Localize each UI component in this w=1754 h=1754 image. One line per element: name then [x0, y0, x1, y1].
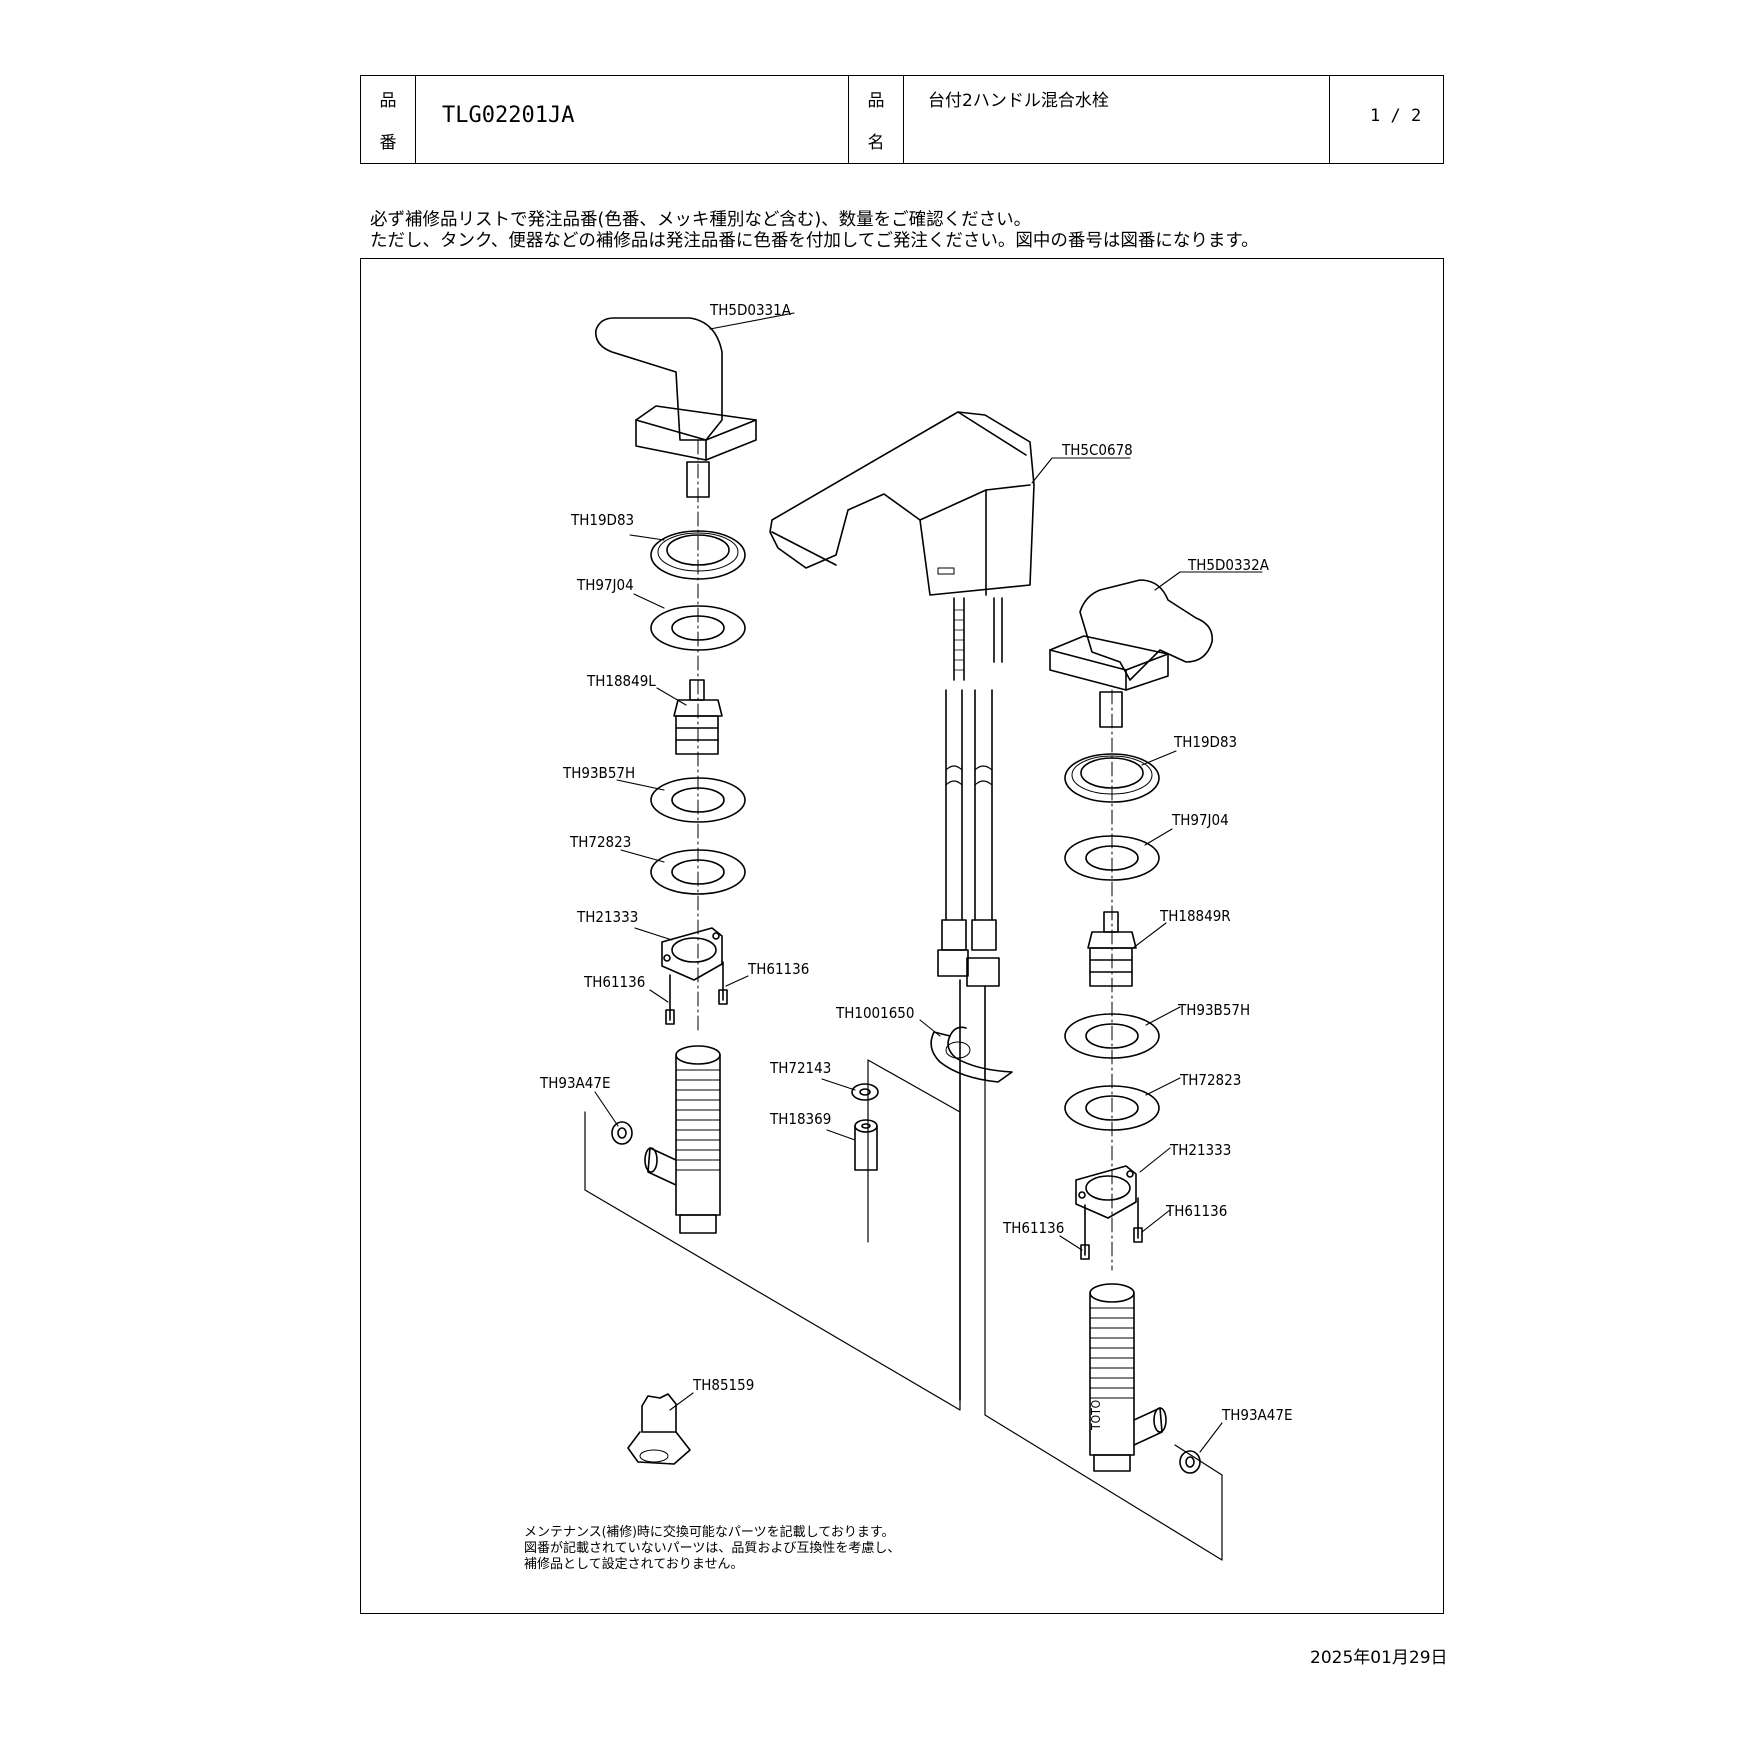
code-label-top: 品 [379, 91, 397, 111]
right-handle-icon [1049, 579, 1213, 728]
name-label-cell: 品 名 [849, 76, 904, 163]
page-number: 1 / 2 [1370, 106, 1422, 126]
label-spout: TH5C0678 [1061, 441, 1133, 459]
tool-icon [627, 1393, 691, 1465]
clip-icon [930, 1026, 1013, 1083]
brand-mark-right: TOTO [1089, 1400, 1103, 1431]
name-label-bottom: 名 [867, 133, 885, 153]
footnote-line-3: 補修品として設定されておりません。 [524, 1556, 743, 1572]
order-notice: 必ず補修品リストで発注品番(色番、メッキ種別など含む)、数量をご確認ください。 … [370, 210, 1259, 252]
footnote-line-2: 図番が記載されていないパーツは、品質および互換性を考慮し、 [524, 1540, 900, 1556]
order-notice-line-1: 必ず補修品リストで発注品番(色番、メッキ種別など含む)、数量をご確認ください。 [370, 210, 1032, 230]
spout-icon [769, 411, 1035, 1401]
footnote: メンテナンス(補修)時に交換可能なパーツを記載しております。 図番が記載されてい… [524, 1524, 900, 1572]
footnote-line-1: メンテナンス(補修)時に交換可能なパーツを記載しております。 [524, 1524, 895, 1540]
label-flange-left: TH21333 [576, 908, 638, 926]
order-notice-line-2: ただし、タンク、便器などの補修品は発注品番に色番を付加してご発注ください。図中の… [370, 231, 1259, 251]
small-washer-icon [851, 1083, 879, 1101]
label-screw-right-b: TH61136 [1165, 1202, 1227, 1220]
left-handle-icon [595, 317, 757, 498]
product-name-cell: 台付2ハンドル混合水栓 [904, 76, 1330, 163]
label-packing-inlet-right: TH93A47E [1221, 1406, 1292, 1424]
product-name: 台付2ハンドル混合水栓 [928, 91, 1109, 111]
title-block: 品 番 TLG02201JA 品 名 台付2ハンドル混合水栓 1 / 2 [360, 75, 1444, 164]
label-ring-left: TH19D83 [570, 511, 634, 529]
label-screw-right-a: TH61136 [1002, 1219, 1064, 1237]
label-packing-left: TH72823 [569, 833, 631, 851]
drawing-frame [360, 258, 1444, 1614]
code-label-bottom: 番 [379, 133, 397, 153]
label-gasket-right: TH93B57H [1177, 1001, 1250, 1019]
label-washer-small: TH72143 [769, 1059, 831, 1077]
label-washer-left: TH97J04 [576, 576, 634, 594]
label-ring-right: TH19D83 [1173, 733, 1237, 751]
product-code: TLG02201JA [442, 103, 575, 128]
label-cartridge-right: TH18849R [1159, 907, 1231, 925]
label-nut-small: TH18369 [769, 1110, 831, 1128]
label-clip: TH1001650 [835, 1004, 914, 1022]
label-screw-left-b: TH61136 [747, 960, 809, 978]
label-flange-right: TH21333 [1169, 1141, 1231, 1159]
product-code-cell: TLG02201JA [416, 76, 849, 163]
small-nut-icon [854, 1119, 878, 1171]
leader-lines [594, 312, 1263, 1453]
issue-date: 2025年01月29日 [1310, 1648, 1448, 1668]
part-labels: TH5D0331A TH5C0678 TH5D0332A TH19D83 TH9… [539, 301, 1292, 1424]
left-cartridge-stack-icon [611, 530, 746, 1234]
name-label-top: 品 [867, 91, 885, 111]
right-cartridge-stack-icon [1064, 753, 1201, 1474]
label-handle-left: TH5D0331A [709, 301, 792, 319]
assembly-reference-lines [584, 1059, 1223, 1561]
label-packing-right: TH72823 [1179, 1071, 1241, 1089]
label-screw-left-a: TH61136 [583, 973, 645, 991]
page-cell: 1 / 2 [1330, 76, 1443, 163]
label-washer-right: TH97J04 [1171, 811, 1229, 829]
label-gasket-left: TH93B57H [562, 764, 635, 782]
center-lines [697, 439, 1113, 1271]
label-cartridge-left: TH18849L [586, 672, 656, 690]
label-packing-inlet-left: TH93A47E [539, 1074, 610, 1092]
label-handle-right: TH5D0332A [1187, 556, 1270, 574]
code-label-cell: 品 番 [361, 76, 416, 163]
label-tool: TH85159 [692, 1376, 754, 1394]
